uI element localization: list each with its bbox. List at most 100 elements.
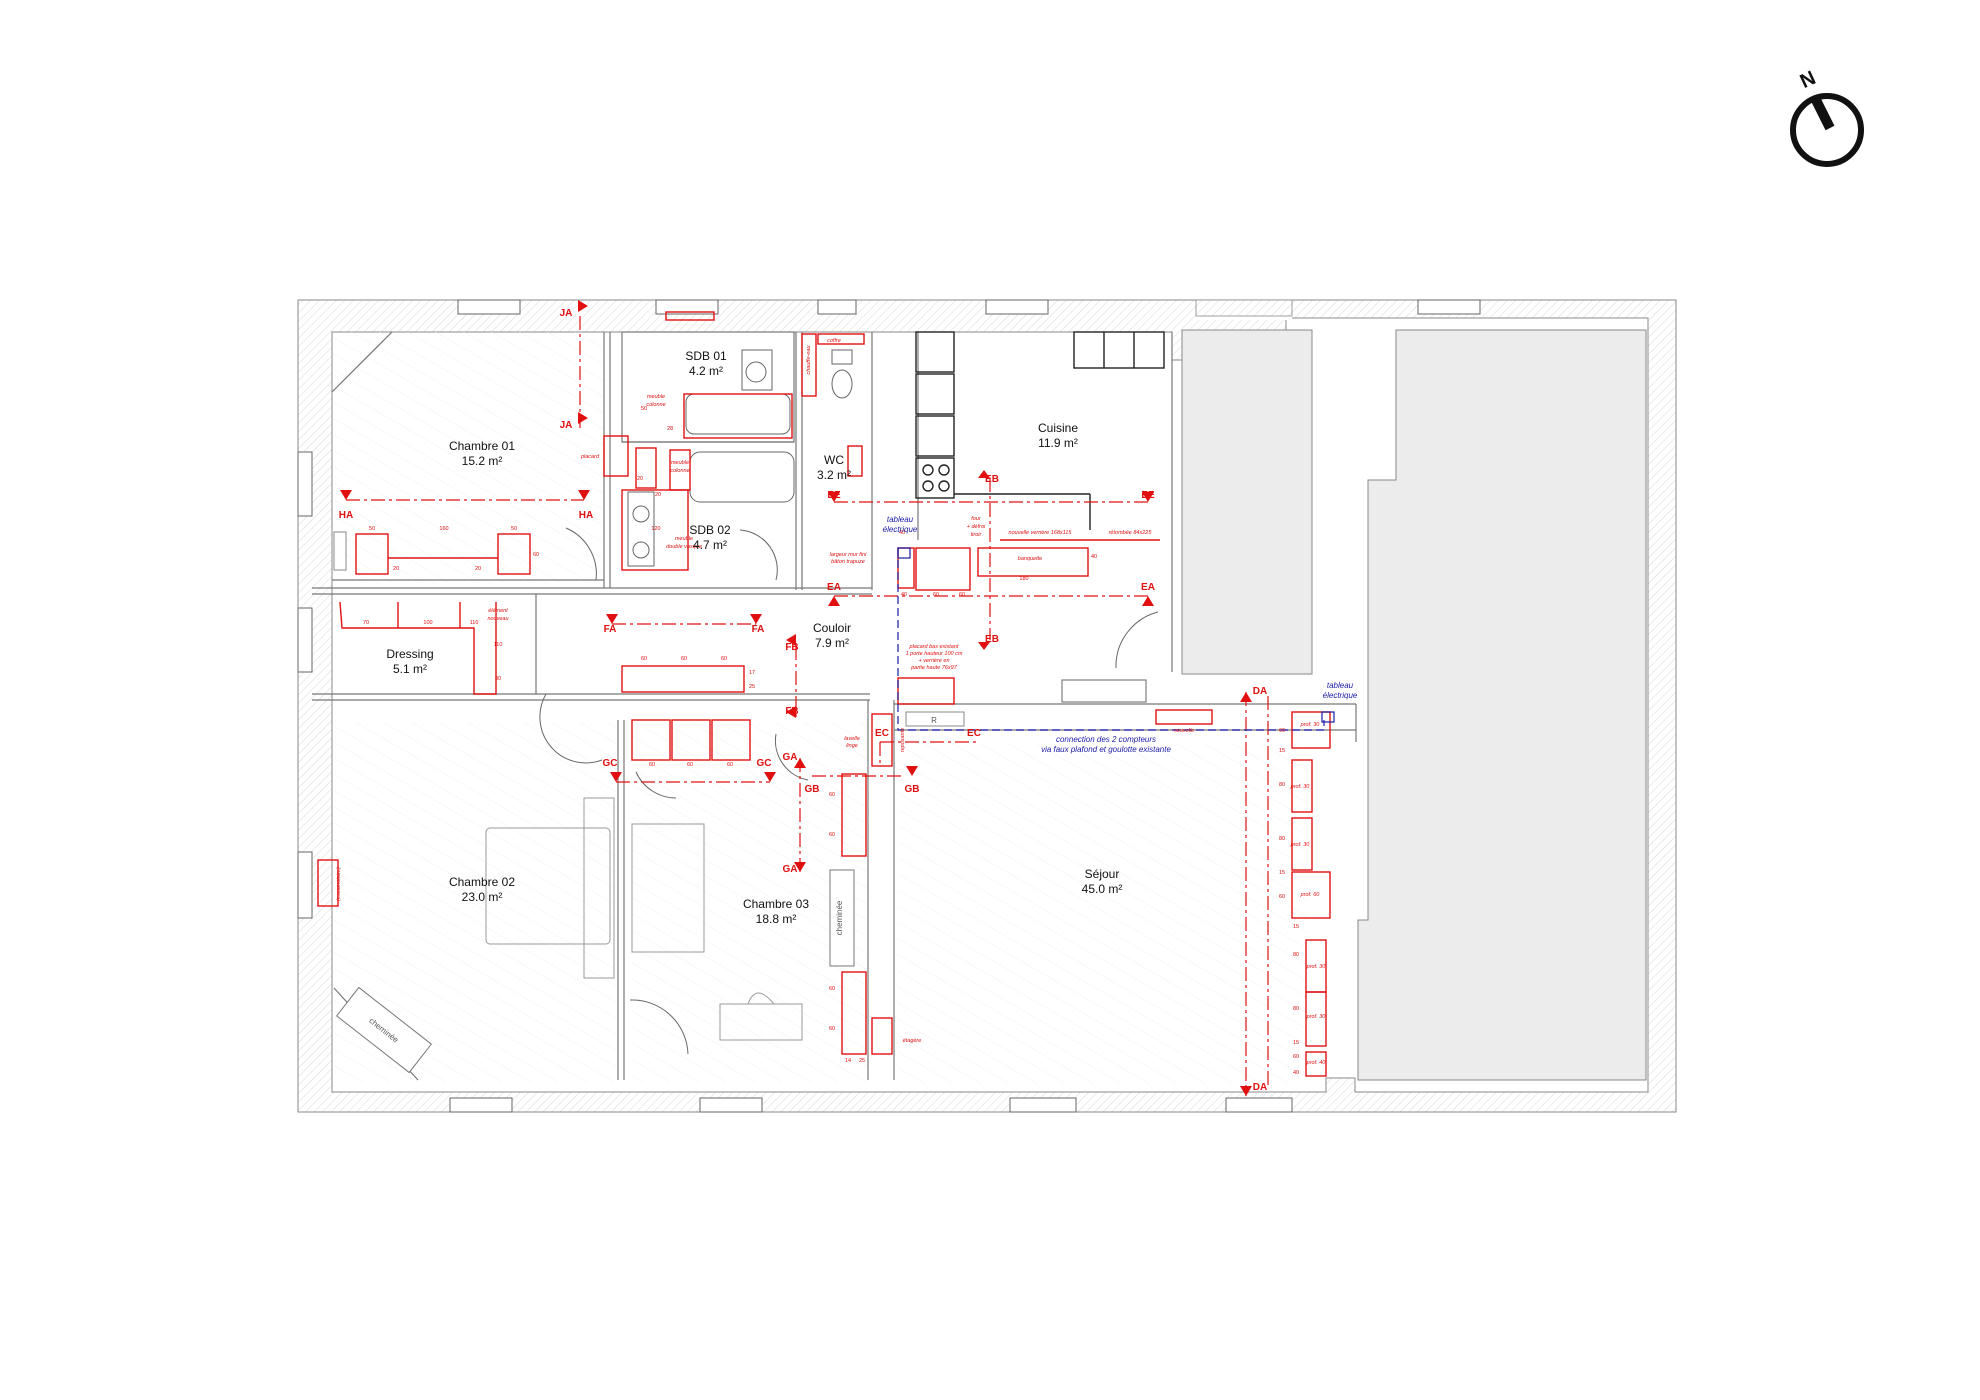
- radiator-icon: R: [905, 711, 965, 727]
- svg-text:110: 110: [494, 642, 503, 648]
- room-area-sejour: 45.0 m²: [1082, 882, 1123, 896]
- svg-text:FB: FB: [785, 642, 798, 653]
- room-name-sdb-01: SDB 01: [685, 349, 727, 363]
- svg-text:GC: GC: [603, 758, 618, 769]
- svg-text:60: 60: [727, 762, 733, 768]
- room-name-chambre-02: Chambre 02: [449, 875, 515, 889]
- svg-text:cheminée: cheminée: [835, 900, 844, 935]
- room-name-cuisine: Cuisine: [1038, 421, 1078, 435]
- room-name-sejour: Séjour: [1085, 867, 1120, 881]
- chimney-chambre-03: cheminée: [829, 869, 855, 967]
- svg-text:placard bas existant: placard bas existant: [909, 644, 959, 650]
- neighbour-building-zone: [1357, 329, 1647, 1081]
- chimney-chambre-02: cheminée: [335, 986, 433, 1074]
- svg-text:largeur mur fini: largeur mur fini: [830, 552, 867, 558]
- svg-text:60: 60: [1293, 1054, 1299, 1060]
- windows: [297, 299, 1481, 1113]
- svg-text:(escamotaire): (escamotaire): [336, 867, 342, 901]
- svg-text:colonne: colonne: [670, 468, 689, 474]
- svg-text:25: 25: [749, 684, 755, 690]
- svg-text:EC: EC: [967, 728, 981, 739]
- room-area-chambre-03: 18.8 m²: [756, 912, 797, 926]
- red-furniture: [317, 311, 1331, 1077]
- svg-text:prof. 30: prof. 30: [1290, 842, 1311, 848]
- room-name-chambre-03: Chambre 03: [743, 897, 809, 911]
- svg-text:15: 15: [1293, 924, 1299, 930]
- svg-text:50: 50: [369, 526, 375, 532]
- svg-text:reposante: reposante: [900, 728, 906, 752]
- svg-text:nouveau: nouveau: [487, 616, 508, 622]
- svg-text:120: 120: [651, 526, 660, 532]
- svg-text:20: 20: [655, 492, 661, 498]
- svg-text:20: 20: [475, 566, 481, 572]
- svg-text:FB: FB: [785, 706, 798, 717]
- svg-text:70: 70: [363, 620, 369, 626]
- svg-text:60: 60: [721, 656, 727, 662]
- svg-text:180: 180: [1019, 576, 1028, 582]
- svg-text:17: 17: [749, 670, 755, 676]
- svg-text:60: 60: [829, 792, 835, 798]
- bed-chambre-03: [631, 823, 803, 1041]
- room-area-cuisine: 11.9 m²: [1038, 436, 1078, 450]
- svg-text:rétombée 84x225: rétombée 84x225: [1109, 530, 1153, 536]
- svg-text:EB: EB: [985, 634, 999, 645]
- compass-north-label: N: [1797, 67, 1819, 93]
- svg-text:banquette: banquette: [1018, 556, 1042, 562]
- room-area-sdb-01: 4.2 m²: [689, 364, 723, 378]
- svg-text:nouvelle verrière 168x115: nouvelle verrière 168x115: [1009, 530, 1073, 536]
- room-name-wc: WC: [824, 453, 844, 467]
- svg-text:EA: EA: [1141, 582, 1155, 593]
- svg-text:GA: GA: [783, 752, 798, 763]
- svg-text:FA: FA: [752, 624, 765, 635]
- svg-text:25: 25: [859, 1058, 865, 1064]
- svg-text:HA: HA: [339, 510, 353, 521]
- room-area-wc: 3.2 m²: [817, 468, 851, 482]
- svg-text:JA: JA: [560, 308, 573, 319]
- svg-text:EB: EB: [985, 474, 999, 485]
- svg-text:60: 60: [533, 552, 539, 558]
- svg-text:20: 20: [393, 566, 399, 572]
- svg-text:60: 60: [687, 762, 693, 768]
- svg-text:60: 60: [649, 762, 655, 768]
- room-area-couloir: 7.9 m²: [815, 636, 849, 650]
- room-area-sdb-02: 4.7 m²: [693, 538, 727, 552]
- bed-chambre-02: [485, 797, 615, 979]
- svg-text:50: 50: [511, 526, 517, 532]
- svg-text:60: 60: [933, 592, 939, 598]
- svg-text:nouvelle: nouvelle: [1174, 728, 1195, 734]
- svg-text:60: 60: [641, 656, 647, 662]
- svg-text:coffre: coffre: [827, 338, 841, 344]
- svg-text:+ verrière en: + verrière en: [918, 658, 949, 664]
- svg-text:40: 40: [1091, 554, 1097, 560]
- svg-text:40: 40: [901, 592, 907, 598]
- svg-text:160: 160: [439, 526, 448, 532]
- svg-text:40: 40: [1293, 1070, 1299, 1076]
- svg-text:60: 60: [829, 986, 835, 992]
- room-name-sdb-02: SDB 02: [689, 523, 731, 537]
- svg-text:15: 15: [1279, 870, 1285, 876]
- svg-text:linge: linge: [846, 743, 858, 749]
- svg-text:EC: EC: [875, 728, 889, 739]
- floor-texture-sejour: [898, 744, 1308, 1084]
- svg-text:placard: placard: [580, 454, 600, 460]
- kitchen-fixtures: [915, 331, 1165, 530]
- svg-text:prof. 30: prof. 30: [1290, 784, 1311, 790]
- svg-text:étagère: étagère: [903, 1038, 922, 1044]
- svg-text:tableau: tableau: [887, 515, 914, 524]
- svg-text:bâton trapuze: bâton trapuze: [831, 559, 865, 565]
- svg-text:40: 40: [899, 530, 905, 536]
- svg-text:60: 60: [1279, 728, 1285, 734]
- svg-text:JA: JA: [560, 420, 573, 431]
- svg-text:meuble: meuble: [647, 394, 665, 400]
- svg-text:GB: GB: [805, 784, 820, 795]
- dimensions: 50 160 50 20 20 60 70 100 110 110 30 60 …: [363, 406, 1299, 1076]
- electrical-connection: [897, 547, 1335, 731]
- floor-texture-chambre-01: [334, 332, 604, 582]
- svg-text:30: 30: [495, 676, 501, 682]
- svg-text:60: 60: [681, 656, 687, 662]
- svg-text:partie haute 76x97: partie haute 76x97: [910, 665, 958, 671]
- room-area-chambre-02: 23.0 m²: [462, 890, 503, 904]
- blue-notes: tableau électrique tableau électrique co…: [883, 515, 1358, 754]
- svg-text:via faux plafond et goulotte e: via faux plafond et goulotte existante: [1041, 745, 1171, 754]
